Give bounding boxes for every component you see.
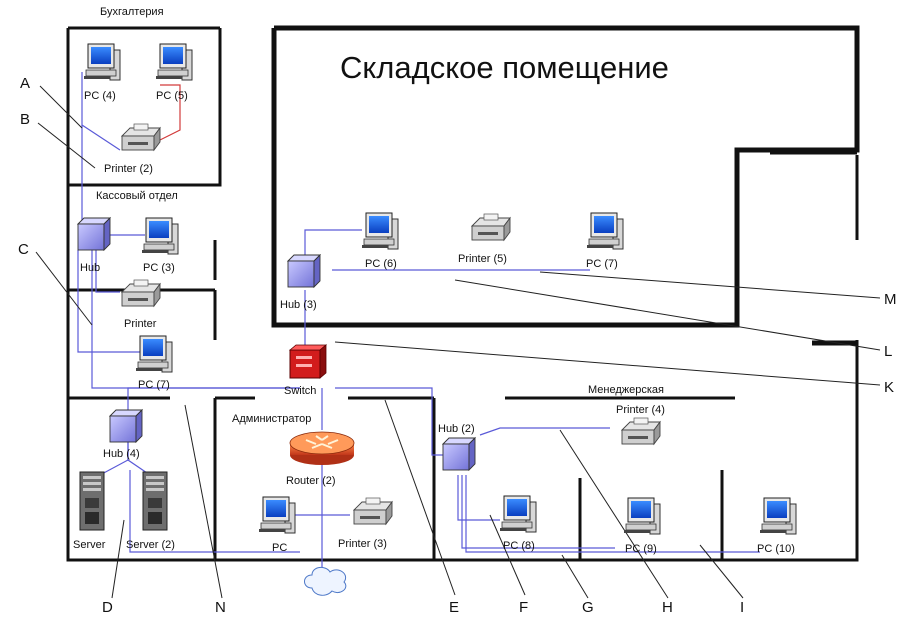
label-pc10: PC (10) xyxy=(757,543,795,555)
printer-icon[interactable] xyxy=(121,279,161,307)
internet-cloud-icon xyxy=(304,567,347,596)
pc4-icon[interactable] xyxy=(83,43,121,81)
printer4-icon[interactable] xyxy=(621,417,661,445)
letter-l: L xyxy=(884,343,892,360)
printer2-icon[interactable] xyxy=(121,123,161,151)
warehouse-walls xyxy=(271,25,860,328)
cables xyxy=(77,72,760,575)
leader-f xyxy=(489,514,526,596)
pc7-icon[interactable] xyxy=(135,335,173,373)
letter-h: H xyxy=(662,599,673,616)
pc3-icon[interactable] xyxy=(141,217,179,255)
leader-l xyxy=(454,279,881,351)
hub-icon[interactable] xyxy=(77,217,111,251)
room-cashier: Кассовый отдел xyxy=(96,190,178,202)
label-pc8: PC (8) xyxy=(503,540,535,552)
cable-pc4-printer xyxy=(81,72,121,151)
label-printer: Printer xyxy=(124,318,157,330)
printer5-icon[interactable] xyxy=(471,213,511,241)
letter-m: M xyxy=(884,291,897,308)
label-pc6: PC (6) xyxy=(365,258,397,270)
cable-hub-pc7 xyxy=(77,250,140,353)
letter-a: A xyxy=(20,75,30,92)
leader-n xyxy=(184,404,223,599)
label-printer5: Printer (5) xyxy=(458,253,507,265)
letter-k: K xyxy=(884,379,894,396)
server-icon[interactable] xyxy=(79,471,105,531)
label-hub3: Hub (3) xyxy=(280,299,317,311)
hub3-icon[interactable] xyxy=(287,254,321,288)
cable-server-pc xyxy=(129,470,300,553)
letter-b: B xyxy=(20,111,30,128)
letter-f: F xyxy=(519,599,528,616)
cable-pc5-printer xyxy=(159,84,181,141)
letter-g: G xyxy=(582,599,594,616)
label-printer4: Printer (4) xyxy=(616,404,665,416)
pc8-icon[interactable] xyxy=(499,495,537,533)
cable-hub2-printer4 xyxy=(479,427,610,436)
pc9-icon[interactable] xyxy=(623,497,661,535)
cable-hub2-pc8 xyxy=(457,475,500,521)
leader-d xyxy=(111,519,125,599)
router2-icon[interactable] xyxy=(289,431,355,465)
label-printer3: Printer (3) xyxy=(338,538,387,550)
letter-e: E xyxy=(449,599,459,616)
label-pc7: PC (7) xyxy=(138,379,170,391)
cable-hub4-server2 xyxy=(127,440,151,476)
cable-hub2-pc10 xyxy=(465,475,760,553)
printer3-icon[interactable] xyxy=(353,497,393,525)
accounting-wall xyxy=(68,28,222,187)
pc7b-icon[interactable] xyxy=(586,212,624,250)
label-pc5: PC (5) xyxy=(156,90,188,102)
leader-lines xyxy=(35,85,881,599)
letter-c: C xyxy=(18,241,29,258)
server2-icon[interactable] xyxy=(142,471,168,531)
pc-admin-icon[interactable] xyxy=(258,496,296,534)
label-pc3: PC (3) xyxy=(143,262,175,274)
label-hub2: Hub (2) xyxy=(438,423,475,435)
label-router2: Router (2) xyxy=(286,475,336,487)
label-hub4: Hub (4) xyxy=(103,448,140,460)
leader-a xyxy=(39,85,83,129)
label-switch: Switch xyxy=(284,385,316,397)
cable-hub2-pc9 xyxy=(461,475,615,549)
label-pc7b: PC (7) xyxy=(586,258,618,270)
label-server2: Server (2) xyxy=(126,539,175,551)
cable-hub-printer xyxy=(95,250,120,293)
leader-k xyxy=(334,341,881,386)
pc6-icon[interactable] xyxy=(361,212,399,250)
leader-e xyxy=(384,399,456,596)
leader-i xyxy=(699,544,744,599)
cable-switch-hub4 xyxy=(127,387,300,410)
leader-g xyxy=(561,554,589,599)
room-managers: Менеджерская xyxy=(588,384,664,396)
leader-c xyxy=(35,251,93,326)
label-hub: Hub xyxy=(80,262,100,274)
label-pc4: PC (4) xyxy=(84,90,116,102)
label-printer2: Printer (2) xyxy=(104,163,153,175)
letter-d: D xyxy=(102,599,113,616)
room-admin: Администратор xyxy=(232,413,311,425)
pc5-icon[interactable] xyxy=(155,43,193,81)
letter-n: N xyxy=(215,599,226,616)
label-pc-admin: PC xyxy=(272,542,287,554)
pc10-icon[interactable] xyxy=(759,497,797,535)
leader-h xyxy=(559,429,669,599)
room-accounting: Бухгалтерия xyxy=(100,6,164,18)
cable-switch-hub2 xyxy=(335,387,445,456)
label-server: Server xyxy=(73,539,106,551)
leader-m xyxy=(539,271,881,299)
warehouse-title: Складское помещение xyxy=(340,50,669,85)
cable-hub3-pc6 xyxy=(304,229,362,258)
letter-i: I xyxy=(740,599,744,616)
leader-b xyxy=(37,122,96,169)
switch-icon[interactable] xyxy=(288,344,328,379)
label-pc9: PC (9) xyxy=(625,543,657,555)
hub2-icon[interactable] xyxy=(442,437,476,471)
hub4-icon[interactable] xyxy=(109,409,143,443)
